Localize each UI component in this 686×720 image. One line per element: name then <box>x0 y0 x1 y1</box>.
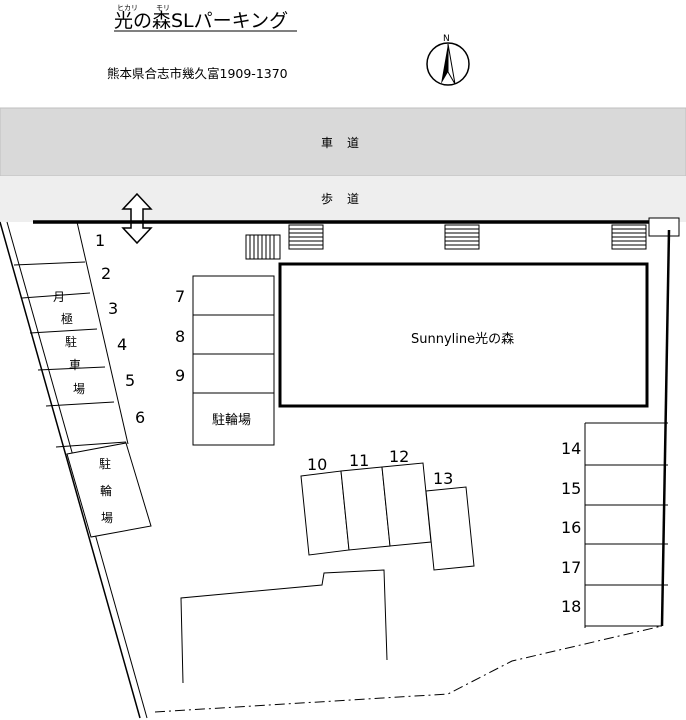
monthly-parking-char-5: 場 <box>73 382 85 396</box>
sidewalk-label: 歩道 <box>321 191 373 206</box>
bike-parking-left-char-3: 場 <box>101 511 113 525</box>
title-ruby-mori: モリ <box>156 4 170 12</box>
bike-parking-left-char-2: 輪 <box>100 483 112 498</box>
space-number-15: 15 <box>561 479 581 498</box>
lower-wall-outline <box>180 569 388 684</box>
monthly-parking-char-1: 月 <box>53 290 65 304</box>
monthly-parking-char-2: 極 <box>61 311 73 326</box>
space-number-8: 8 <box>175 327 185 346</box>
building-name: Sunnyline光の森 <box>411 332 514 347</box>
space-number-3: 3 <box>108 299 118 318</box>
sidewalk <box>0 176 686 222</box>
space-number-9: 9 <box>175 366 185 385</box>
roadway-label: 車道 <box>321 136 373 150</box>
title-ruby-hikari: ヒカリ <box>117 4 138 12</box>
gate-post <box>648 217 680 237</box>
stair-marker-2 <box>288 224 324 250</box>
monthly-parking-char-4: 車 <box>69 358 81 372</box>
entrance-arrow-icon <box>121 192 153 245</box>
left-boundary-outer <box>0 221 141 719</box>
building-sunnyline <box>278 262 649 408</box>
space-number-4: 4 <box>117 335 127 354</box>
stair-marker-3 <box>444 224 480 250</box>
bike-parking-left <box>66 442 152 538</box>
north-arrow-icon: N <box>426 34 470 86</box>
space-number-16: 16 <box>561 518 581 537</box>
spaces-14-18 <box>584 422 668 628</box>
monthly-parking-char-3: 駐 <box>65 334 77 349</box>
space-number-5: 5 <box>125 371 135 390</box>
space-number-1: 1 <box>95 231 105 250</box>
space-number-14: 14 <box>561 439 581 458</box>
north-label: N <box>443 34 450 44</box>
space-number-7: 7 <box>175 287 185 306</box>
stair-marker-1 <box>245 234 281 260</box>
space-number-6: 6 <box>135 408 145 427</box>
space-number-17: 17 <box>561 558 581 577</box>
bike-parking-center-label: 駐輪場 <box>212 412 251 428</box>
roadway <box>0 107 686 177</box>
page-title: 光の森SLパーキング <box>114 10 288 32</box>
bike-parking-left-char-1: 駐 <box>99 456 111 471</box>
space-number-2: 2 <box>101 264 111 283</box>
property-line <box>154 625 663 713</box>
space-number-18: 18 <box>561 597 581 616</box>
space-number-11: 11 <box>349 451 369 470</box>
space-number-12: 12 <box>389 447 409 466</box>
space-number-13: 13 <box>433 469 453 488</box>
address: 熊本県合志市幾久富1909-1370 <box>107 66 288 81</box>
spaces-7-9 <box>192 275 275 394</box>
right-boundary <box>660 229 671 627</box>
bike-parking-center <box>192 392 275 446</box>
stair-marker-4 <box>611 224 647 250</box>
monthly-parking-area <box>13 221 129 448</box>
spaces-10-13 <box>300 462 475 571</box>
space-number-10: 10 <box>307 455 327 474</box>
